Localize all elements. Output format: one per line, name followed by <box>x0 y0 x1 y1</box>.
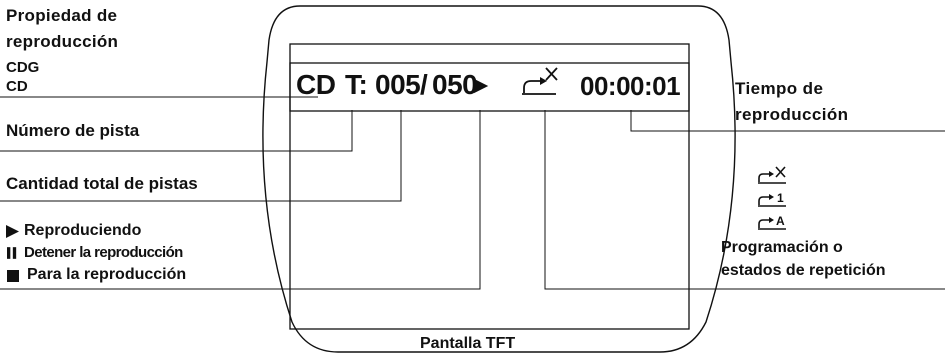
stop-icon <box>7 270 19 282</box>
label-program-line2: estados de repetición <box>721 262 886 279</box>
svg-text:A: A <box>776 214 785 228</box>
callout-track-number <box>0 110 353 152</box>
label-program-line1: Programación o <box>721 239 843 256</box>
label-cdg: CDG <box>6 59 40 76</box>
tft-screen-area <box>289 43 690 330</box>
lcd-track-prefix: T: <box>345 69 368 100</box>
repeat-off-icon <box>758 166 786 184</box>
label-cd: CD <box>6 78 28 95</box>
lcd-source: CD <box>296 69 336 100</box>
label-stop: Para la reproducción <box>27 266 187 283</box>
label-play-time-line2: reproducción <box>735 105 849 124</box>
lcd-total-tracks: 050 <box>432 69 478 100</box>
callout-repeat-state <box>544 110 945 290</box>
callout-play-state <box>0 110 481 290</box>
lcd-separator: / <box>420 69 428 100</box>
repeat-off-icon <box>522 67 558 95</box>
svg-text:1: 1 <box>777 191 784 205</box>
repeat-all-icon: A <box>758 214 786 230</box>
repeat-one-icon: 1 <box>758 191 786 207</box>
tv-frame-outline <box>262 5 736 353</box>
lcd-track-number: 005 <box>375 69 421 100</box>
screen-caption: Pantalla TFT <box>420 335 516 352</box>
label-total-tracks: Cantidad total de pistas <box>6 174 198 193</box>
play-icon <box>473 78 489 94</box>
lcd-readout-box <box>289 62 690 112</box>
callout-total-tracks <box>0 110 402 202</box>
pause-icon <box>7 247 17 259</box>
label-playback-property-line1: Propiedad de <box>6 6 118 25</box>
label-pause: Detener la reproducción <box>24 244 183 261</box>
label-play-time-line1: Tiempo de <box>735 79 824 98</box>
label-playback-property-line2: reproducción <box>6 32 119 51</box>
lcd-time: 00:00:01 <box>580 71 681 101</box>
callout-play-time <box>630 110 945 132</box>
label-playing: Reproduciendo <box>24 222 142 239</box>
label-track-number: Número de pista <box>6 121 140 140</box>
play-state-icon <box>6 225 19 238</box>
